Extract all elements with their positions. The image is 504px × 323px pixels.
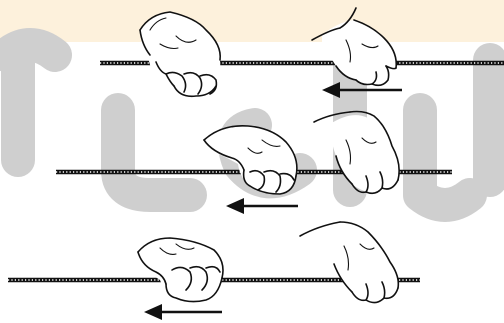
releasing-hand-2 [314,112,399,194]
row-2 [56,112,452,215]
direction-arrow-3 [144,304,222,320]
row-1 [100,8,504,98]
row-3 [8,222,420,320]
gripping-hand-3 [138,238,223,302]
releasing-hand-1 [312,8,396,85]
gripping-hand-1 [140,12,220,97]
direction-arrow-2 [226,198,298,214]
gripping-hand-2 [204,126,297,194]
releasing-hand-3 [300,222,398,303]
